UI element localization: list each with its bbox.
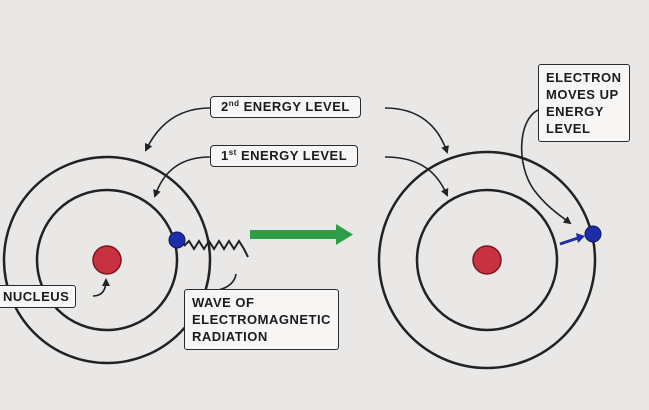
wave-line-3: RADIATION xyxy=(192,329,268,344)
first-level-text: ENERGY LEVEL xyxy=(240,148,348,163)
electron-moves-line-3: ENERGY xyxy=(546,104,604,119)
second-level-text: ENERGY LEVEL xyxy=(243,99,350,114)
wave-label: WAVE OF ELECTROMAGNETIC RADIATION xyxy=(184,289,339,350)
second-level-arrow-right xyxy=(384,107,449,154)
left-atom xyxy=(2,155,212,365)
left-electron xyxy=(168,231,186,249)
wave-pointer xyxy=(217,273,237,291)
electron-moves-pointer xyxy=(520,109,572,225)
right-atom xyxy=(377,150,602,370)
first-level-arrow-left xyxy=(153,156,211,198)
nucleus-label-text: NUCLEUS xyxy=(3,289,70,304)
electron-moves-up-label: ELECTRON MOVES UP ENERGY LEVEL xyxy=(538,64,630,142)
first-level-suffix: st xyxy=(228,148,237,157)
nucleus-label: NUCLEUS xyxy=(0,285,77,308)
left-inner-orbit xyxy=(35,188,179,332)
electron-moves-line-1: ELECTRON xyxy=(546,70,622,85)
right-nucleus xyxy=(472,245,502,275)
electron-move-arrow xyxy=(559,233,585,246)
transition-arrow xyxy=(250,224,353,245)
second-level-suffix: nd xyxy=(228,99,240,108)
right-inner-orbit xyxy=(415,188,559,332)
electron-moves-line-2: MOVES UP xyxy=(546,87,619,102)
wave-line-1: WAVE OF xyxy=(192,295,255,310)
second-level-arrow-left xyxy=(144,107,211,152)
nucleus-pointer xyxy=(92,278,110,297)
wave-line-2: ELECTROMAGNETIC xyxy=(192,312,331,327)
left-outer-orbit xyxy=(2,155,212,365)
first-level-number: 1 xyxy=(221,148,229,163)
second-level-number: 2 xyxy=(221,99,229,114)
first-level-arrow-right xyxy=(384,156,449,197)
electron-moves-line-4: LEVEL xyxy=(546,121,591,136)
second-energy-level-label: 2nd ENERGY LEVEL xyxy=(210,96,361,118)
left-nucleus xyxy=(92,245,122,275)
em-wave xyxy=(183,239,249,258)
first-energy-level-label: 1st ENERGY LEVEL xyxy=(210,145,359,167)
right-outer-orbit xyxy=(377,150,597,370)
right-electron xyxy=(584,225,602,243)
